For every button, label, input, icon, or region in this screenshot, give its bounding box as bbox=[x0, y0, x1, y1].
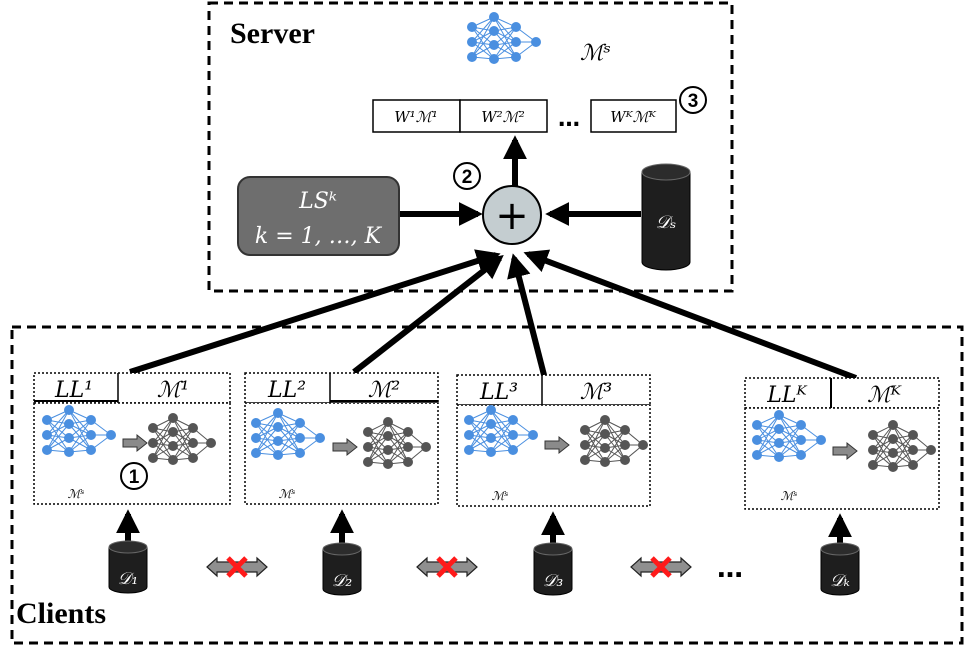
aggregator-plus-icon: + bbox=[495, 193, 529, 239]
client-2: LL² ℳ² ℳˢ 𝒟₂ bbox=[244, 372, 439, 596]
weight-2: W²ℳ² bbox=[481, 108, 524, 126]
client-1: LL¹ ℳ¹ ℳˢ 1 𝒟₁ bbox=[33, 372, 231, 594]
clients-region bbox=[10, 325, 964, 645]
step-3-badge: 3 bbox=[679, 86, 707, 114]
client-3-ll: LL³ bbox=[479, 380, 518, 405]
clients-title: Clients bbox=[16, 597, 106, 630]
client-1-data: 𝒟₁ bbox=[118, 569, 138, 589]
client-k-data: 𝒟ₖ bbox=[830, 571, 850, 591]
weight-k: Wᴷℳᴷ bbox=[610, 108, 657, 126]
step-2-badge: 2 bbox=[453, 162, 481, 190]
ls-box: LSᵏ k = 1, …, K bbox=[237, 176, 400, 256]
aggregator: + bbox=[482, 185, 542, 245]
client-2-ll: LL² bbox=[267, 378, 306, 403]
client-1-ms: ℳˢ bbox=[68, 487, 85, 501]
weights-ellipsis: … bbox=[558, 107, 580, 132]
client-2-ms: ℳˢ bbox=[279, 487, 296, 501]
server-title: Server bbox=[230, 17, 315, 50]
client-3-data: 𝒟₃ bbox=[543, 571, 564, 591]
client-2-model: ℳ² bbox=[368, 378, 400, 403]
server-data-cylinder: 𝒟ₛ bbox=[641, 163, 691, 271]
step-3-label: 3 bbox=[688, 91, 699, 112]
client-3: LL³ ℳ³ ℳˢ 𝒟₃ bbox=[456, 374, 651, 596]
clients-ellipsis: … bbox=[717, 554, 743, 584]
client-3-ms: ℳˢ bbox=[492, 489, 509, 503]
step-2-label: 2 bbox=[462, 167, 473, 188]
no-connection-2-3-icon bbox=[417, 558, 477, 576]
no-connection-3-k-icon bbox=[631, 558, 691, 576]
step-1-label: 1 bbox=[129, 467, 140, 488]
ls-range: k = 1, …, K bbox=[255, 224, 383, 249]
client-1-ll: LL¹ bbox=[54, 378, 93, 403]
ls-label: LSᵏ bbox=[298, 189, 337, 214]
client-upload-arrows bbox=[129, 249, 858, 381]
client-k: LLᴷ ℳᴷ ℳˢ 𝒟ₖ bbox=[744, 377, 940, 596]
client-3-model: ℳ³ bbox=[580, 380, 612, 405]
weight-1: W¹ℳ¹ bbox=[394, 108, 437, 126]
client-k-model: ℳᴷ bbox=[867, 383, 903, 408]
client-k-ms: ℳˢ bbox=[781, 489, 798, 503]
step-1-badge: 1 bbox=[120, 462, 148, 490]
client-k-ll: LLᴷ bbox=[766, 383, 808, 408]
no-connection-1-2-icon bbox=[207, 558, 267, 576]
client-2-data: 𝒟₂ bbox=[332, 571, 353, 591]
server-data-label: 𝒟ₛ bbox=[656, 212, 676, 233]
client-1-model: ℳ¹ bbox=[157, 378, 189, 403]
server-model-label: ℳˢ bbox=[580, 41, 611, 66]
weights-vector: W¹ℳ¹ W²ℳ² … Wᴷℳᴷ bbox=[372, 99, 677, 133]
server-model-network-icon bbox=[466, 11, 542, 65]
server-region bbox=[207, 1, 734, 293]
